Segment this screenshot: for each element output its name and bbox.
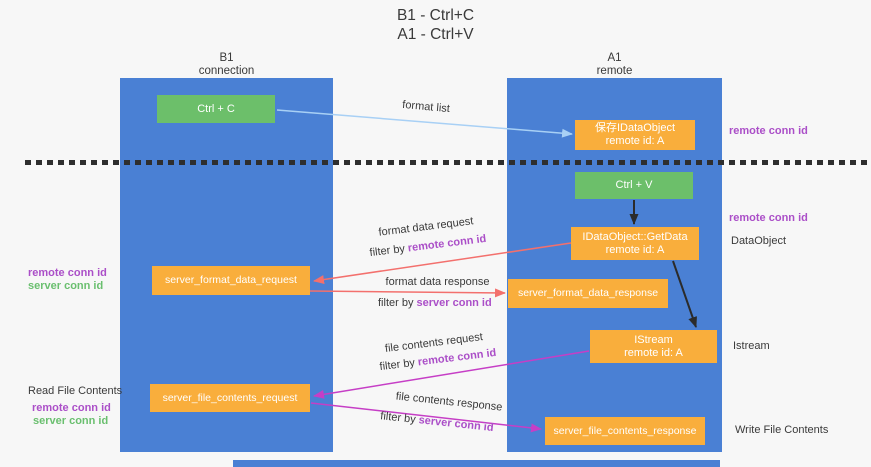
left-column-header: B1 connection [120, 52, 333, 78]
ctrl-c-box: Ctrl + C [157, 95, 275, 123]
format-data-response-label: format data response [385, 276, 490, 288]
save-idataobject-line1: 保存IDataObject [594, 122, 676, 134]
right-column-role: remote [596, 65, 633, 77]
save-idataobject-line2: remote id: A [605, 135, 665, 147]
filter-by-text: filter by [378, 297, 417, 309]
diagram-title: B1 - Ctrl+C A1 - Ctrl+V [0, 6, 871, 44]
dashed-separator-line [25, 160, 871, 165]
remote-conn-id-text: remote conn id [407, 232, 487, 255]
file-contents-response-label: file contents response [395, 390, 503, 414]
title-line-1: B1 - Ctrl+C [396, 7, 475, 24]
server-format-data-response-label: server_format_data_response [517, 287, 659, 299]
idataobject-getdata-box: IDataObject::GetData remote id: A [571, 227, 699, 260]
server-file-contents-response-label: server_file_contents_response [553, 424, 697, 437]
right-column-header: A1 remote [507, 52, 722, 78]
right-remote-conn-id-1: remote conn id [729, 125, 808, 137]
right-column-name: A1 [607, 52, 622, 64]
left-server-conn-id-2: server conn id [33, 415, 109, 427]
istream-box: IStream remote id: A [590, 330, 717, 363]
server-file-contents-request-box: server_file_contents_request [150, 384, 310, 412]
server-format-data-request-label: server_format_data_request [165, 274, 297, 286]
write-file-contents-label: Write File Contents [735, 424, 829, 436]
filter-by-text: filter by [368, 242, 409, 260]
server-conn-id-text: server conn id [416, 297, 492, 309]
ctrl-v-box: Ctrl + V [575, 172, 693, 199]
getdata-line2: remote id: A [605, 243, 665, 256]
right-remote-conn-id-2: remote conn id [729, 212, 808, 224]
filter-by-server-2: filter by server conn id [379, 410, 495, 435]
filter-by-text: filter by [378, 356, 419, 374]
server-file-contents-request-label: server_file_contents_request [162, 391, 298, 404]
server-format-data-response-box: server_format_data_response [508, 279, 668, 308]
ctrl-c-label: Ctrl + C [197, 102, 235, 115]
left-column-role: connection [198, 65, 255, 77]
server-file-contents-response-box: server_file_contents_response [545, 417, 705, 445]
left-remote-conn-id-2: remote conn id [32, 402, 111, 414]
ctrl-v-label: Ctrl + V [615, 179, 653, 191]
istream-line2: remote id: A [624, 346, 683, 359]
istream-line1: IStream [634, 333, 673, 346]
getdata-line1: IDataObject::GetData [582, 230, 688, 243]
format-list-label: format list [401, 98, 451, 116]
format-response-arrow [309, 288, 506, 298]
istream-side-label: Istream [733, 340, 770, 352]
title-line-2: A1 - Ctrl+V [397, 26, 474, 43]
left-server-conn-id-1: server conn id [28, 280, 104, 292]
filter-by-server-1: filter by server conn id [378, 297, 492, 310]
filter-by-text: filter by [379, 410, 420, 427]
save-idataobject-box: 保存IDataObject remote id: A [575, 120, 695, 150]
left-column-name: B1 [219, 52, 234, 64]
dataobject-label: DataObject [731, 235, 787, 247]
read-file-contents-label: Read File Contents [28, 385, 123, 397]
server-format-data-request-box: server_format_data_request [152, 266, 310, 295]
left-remote-conn-id-1: remote conn id [28, 267, 107, 279]
bottom-edge-strip [233, 460, 720, 467]
server-conn-id-text: server conn id [418, 414, 495, 435]
